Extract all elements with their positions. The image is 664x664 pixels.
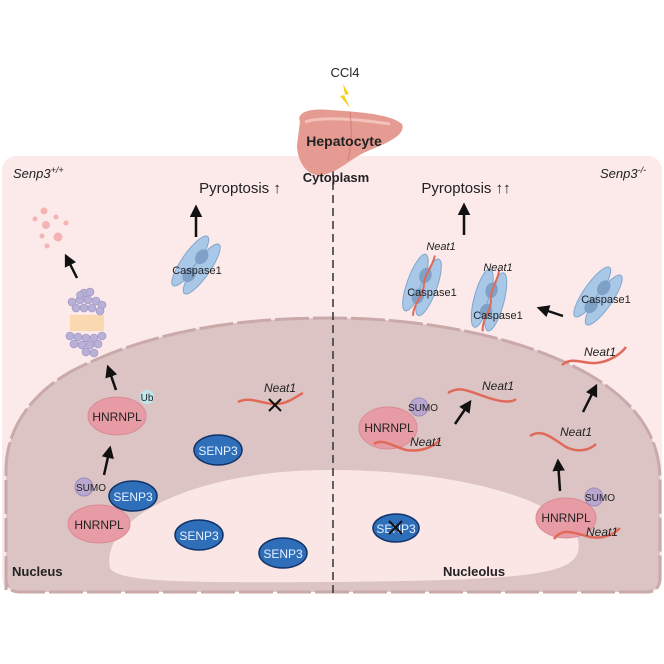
sumo-tag (584, 487, 604, 507)
right-genotype-label: Senp3-/- (600, 165, 646, 181)
sumo-label: SUMO (408, 403, 438, 414)
degradation-fragments (32, 207, 69, 249)
caspase1-complex (171, 235, 221, 295)
neat1-label: Neat1 (426, 241, 455, 253)
hnrnpl-label: HNRNPL (541, 511, 591, 525)
right-pyroptosis-label: Pyroptosis ↑↑ (421, 180, 510, 197)
left-genotype-label: Senp3+/+ (13, 165, 64, 181)
hnrnpl-label: HNRNPL (364, 421, 414, 435)
neat1-rna (529, 431, 597, 452)
caspase1-label: Caspase1 (407, 287, 457, 299)
caspase1-complex (402, 253, 442, 317)
hnrnpl-label: HNRNPL (92, 410, 142, 424)
blocked-x-icon (268, 398, 282, 412)
arrow (101, 445, 114, 476)
arrow (552, 458, 565, 492)
neat1-label: Neat1 (483, 262, 512, 274)
arrow (453, 399, 472, 425)
lightning-icon (340, 84, 350, 108)
hepatocyte-label: Hepatocyte (306, 133, 382, 149)
neat1-label: Neat1 (584, 345, 616, 359)
neat1-label: Neat1 (482, 379, 514, 393)
knockout-x-icon (388, 520, 403, 535)
senp3-protein (193, 434, 243, 466)
caspase1-label: Caspase1 (473, 310, 523, 322)
neat1-label: Neat1 (560, 425, 592, 439)
ub-label: Ub (141, 393, 154, 404)
caspase1-complex (470, 268, 508, 332)
liver-icon (297, 109, 403, 176)
neat1-rna (561, 346, 627, 366)
hnrnpl-protein (358, 406, 418, 450)
ccl4-label: CCl4 (331, 65, 360, 80)
arrow (536, 305, 564, 318)
sumo-tag (409, 397, 429, 417)
senp3-label: SENP3 (179, 529, 219, 543)
arrow (581, 383, 598, 413)
left-pyroptosis-label: Pyroptosis ↑ (199, 180, 281, 197)
caspase1-complex (573, 266, 623, 326)
senp3-protein (108, 480, 158, 512)
senp3-protein (258, 537, 308, 569)
hnrnpl-label: HNRNPL (74, 518, 124, 532)
hnrnpl-protein (67, 504, 131, 544)
arrow (64, 253, 79, 279)
neat1-rna (552, 527, 621, 540)
ub-tag (140, 390, 154, 404)
neat1-label: Neat1 (410, 435, 442, 449)
hnrnpl-protein (535, 497, 597, 539)
neat1-rna (447, 388, 517, 403)
senp3-label: SENP3 (113, 490, 153, 504)
neat1-label: Neat1 (586, 525, 618, 539)
cytoplasm-label: Cytoplasm (303, 170, 369, 185)
senp3-protein (174, 519, 224, 551)
sumo-label: SUMO (76, 483, 106, 494)
nucleolus-label: Nucleolus (443, 564, 505, 579)
sumo-tag (74, 477, 94, 497)
senp3-label: SENP3 (263, 547, 303, 561)
caspase1-label: Caspase1 (172, 265, 222, 277)
caspase1-label: Caspase1 (581, 294, 631, 306)
neat1-rna (373, 439, 441, 452)
nucleolus-region (109, 470, 579, 583)
arrow (105, 364, 118, 391)
hnrnpl-protein (87, 396, 147, 436)
proteasome-icon (65, 287, 107, 358)
nucleus-label: Nucleus (12, 564, 63, 579)
senp3-label: SENP3 (198, 444, 238, 458)
sumo-label: SUMO (585, 493, 615, 504)
neat1-label: Neat1 (264, 381, 296, 395)
